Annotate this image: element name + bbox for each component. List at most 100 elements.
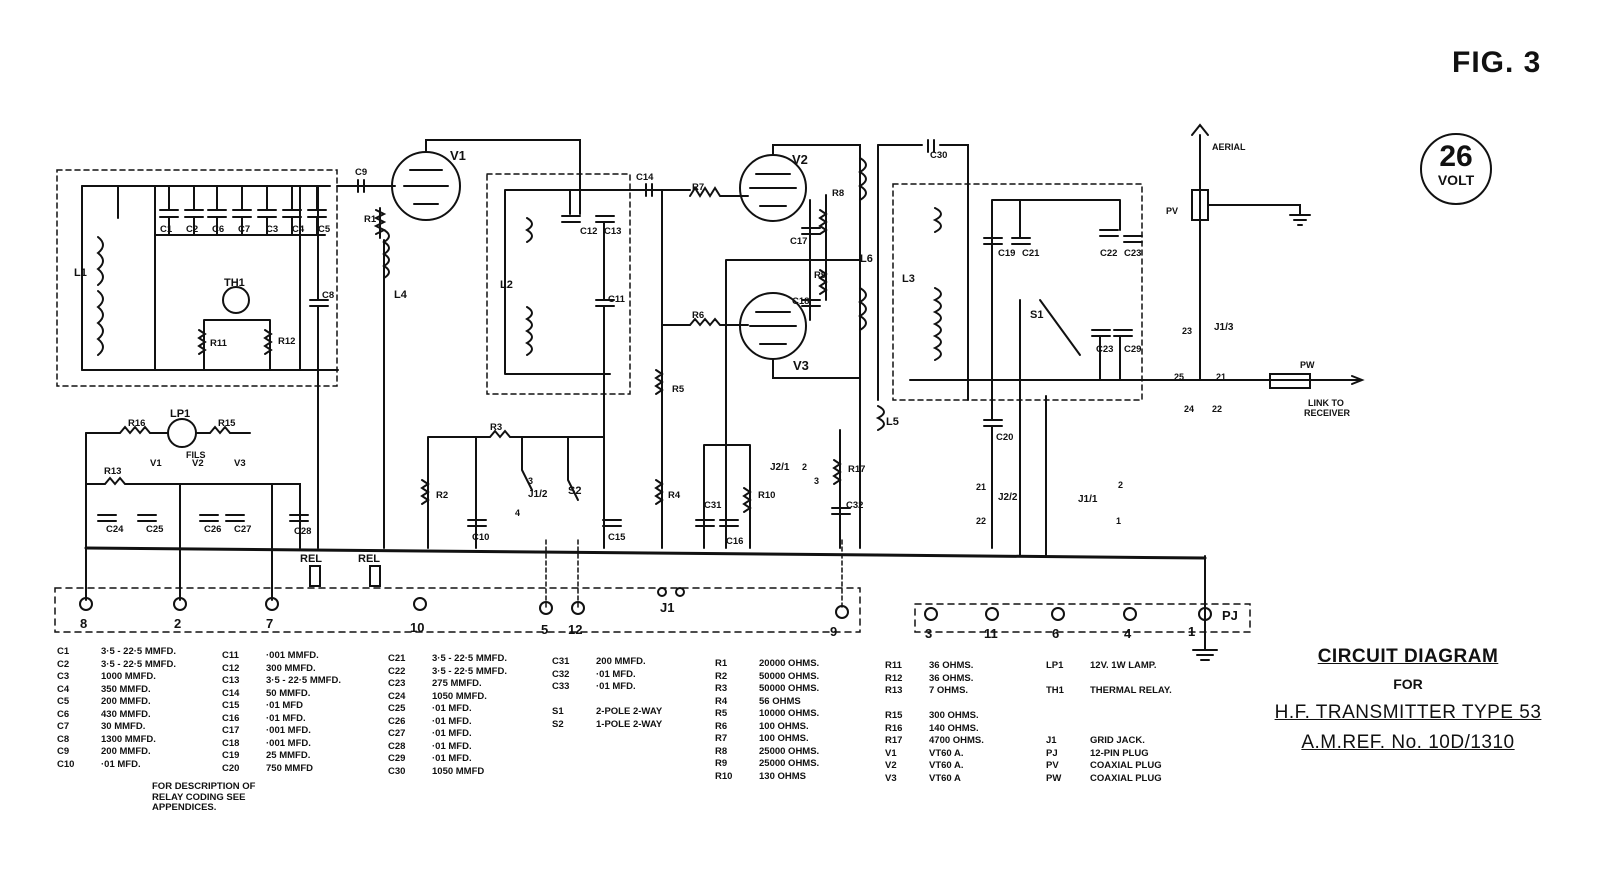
legend-value: 30 MMFD. [101,721,146,732]
label-c16: C16 [726,536,743,547]
r2-c10-network [420,436,487,549]
capacitors-c17-c18 [801,227,821,307]
legend-value: ·01 MFD. [596,681,636,692]
component-labels: C1 C2 C6 C7 C3 C4 C5 C8 C9 C10 C11 C12 C… [104,150,1141,547]
legend-ref: J1 [1046,735,1057,746]
label-c26: C25 [146,524,164,535]
label-c11: C11 [608,294,626,305]
legend-value: 25000 OHMS. [759,758,820,769]
legend-ref: PW [1046,772,1062,784]
label-receiver: RECEIVER [1304,408,1351,418]
label-c17: C17 [790,236,807,247]
jack-pin-3b: 3 [814,476,819,486]
pin-6: 6 [1052,626,1059,641]
label-r4: R4 [668,490,681,501]
supply-voltage-unit: VOLT [1437,172,1475,188]
label-c30: C29 [1124,344,1141,355]
label-r12: R12 [278,336,295,347]
coil-l6 [858,157,867,331]
legend-ref: C30 [388,765,406,777]
legend-ref: V3 [885,772,897,784]
legend-value: ·001 MFD. [266,725,311,736]
note-line: FOR DESCRIPTION OF [152,781,256,792]
legend-value: 1050 MMFD. [432,690,487,702]
label-th1: TH1 [224,277,245,289]
legend-ref: C4 [57,683,70,695]
capacitor-c15 [602,519,622,527]
legend-value: 200 MMFD. [101,746,151,757]
label-r17: R17 [848,464,865,475]
label-j2-2: J2/2 [998,492,1018,503]
legend-ref: R1 [715,658,728,669]
legend-value: ·01 MFD. [432,703,472,714]
thermal-relay-th1 [222,286,250,314]
jack-pin-1: 1 [1116,516,1121,526]
legend-ref: C31 [552,656,570,667]
legend-value: ·01 MFD. [101,758,141,770]
label-l3: L3 [902,273,915,285]
label-fil-v1: V1 [150,458,162,469]
legend-ref: C1 [57,646,70,657]
title-line-3: H.F. TRANSMITTER TYPE 53 [1274,702,1542,723]
legend-ref: C23 [388,678,406,689]
label-fils: FILS [186,450,206,460]
label-c22: C22 [1100,248,1117,259]
label-c7: C7 [238,224,250,235]
label-l4: L4 [394,289,408,301]
label-r6: R6 [692,310,704,321]
label-c2: C2 [186,224,198,235]
note-line: RELAY CODING SEE [152,791,246,803]
label-link-to: LINK TO [1308,398,1344,408]
legend-row: C17·001 MFD. [222,725,341,738]
legend-row: C27·01 MFD. [388,728,507,741]
legend-value: 100 OHMS. [759,720,809,732]
legend-value: 7 OHMS. [929,685,969,696]
resistors-r11-r12 [197,329,273,355]
ground-bus [84,546,1207,560]
legend-value: ·01 MFD. [432,753,472,764]
chassis-earth [1207,204,1311,226]
legend-value: ·01 MFD. [432,740,472,752]
relay-coding-note: FOR DESCRIPTION OF RELAY CODING SEE APPE… [152,781,256,814]
plug-pins [79,587,1212,621]
screened-leads [545,539,843,609]
legend-ref: R7 [715,733,728,744]
jack-pin-numbers: 4 3 2 3 21 22 2 1 23 25 24 22 21 [515,326,1226,526]
relay-j1 [309,565,321,587]
jack-pin-25: 25 [1174,372,1184,382]
pin-1: 1 [1188,624,1195,639]
legend-value: ·01 MFD. [432,715,472,727]
legend-ref: C5 [57,696,70,707]
label-c25: C24 [106,524,124,535]
pin-11: 11 [984,626,998,641]
legend-value: 25 MMFD. [266,750,311,761]
legend-value: 130 OHMS [759,770,806,782]
label-c33: C32 [846,500,863,511]
resistor-r3 [475,429,605,439]
legend-value: COAXIAL PLUG [1090,772,1162,784]
switch-s1 [1039,299,1081,356]
title-line-2: FOR [1393,676,1423,692]
legend-row: C15·01 MFD [222,700,341,713]
label-v2: V2 [792,152,808,167]
label-c18: C18 [792,296,809,307]
schematic-text: V1 V2 V3 L1 L2 L3 L4 L5 L6 TH1 LP1 FILS … [74,142,1351,623]
label-c4: C4 [292,224,305,235]
legend-ref: C19 [222,750,240,761]
legend-value: GRID JACK. [1090,735,1145,746]
label-fil-v3: V3 [234,458,246,469]
legend-value: 12V. 1W LAMP. [1090,660,1157,671]
